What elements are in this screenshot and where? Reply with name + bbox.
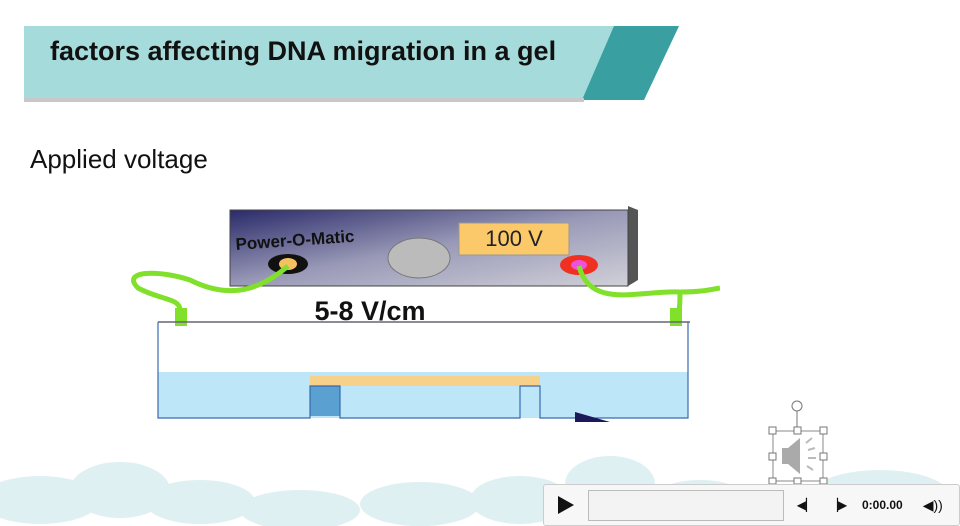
play-icon[interactable]: [558, 496, 574, 514]
slide-subtitle: Applied voltage: [30, 144, 208, 174]
electrophoresis-diagram: Power-O-Matic 100 V 5-8 V/cm: [131, 206, 720, 422]
skip-forward-icon[interactable]: ▕▶: [828, 498, 848, 512]
time-display: 0:00.00: [862, 498, 903, 512]
seek-bar[interactable]: [588, 489, 784, 521]
field-strength-label: 5-8 V/cm: [314, 296, 425, 326]
gel-tank: [157, 321, 690, 422]
volume-icon[interactable]: ◀)): [922, 496, 943, 513]
rotate-handle: [791, 400, 803, 412]
title-banner: [24, 26, 679, 102]
media-player: ◀▏ ▕▶ 0:00.00 ◀)): [543, 484, 960, 526]
slide-title: factors affecting DNA migration in a gel: [50, 36, 557, 66]
voltage-display: 100 V: [485, 226, 543, 251]
audio-object-selected[interactable]: [766, 398, 830, 485]
power-supply: Power-O-Matic 100 V: [229, 206, 638, 287]
speaker-icon: [782, 438, 800, 474]
skip-back-icon[interactable]: ◀▏: [796, 498, 816, 512]
